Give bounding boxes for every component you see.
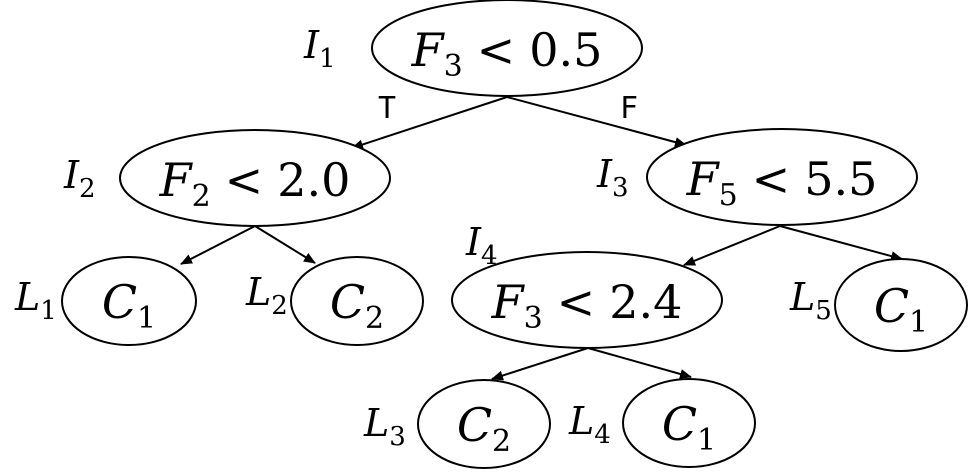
node-i1-label: I1 [303, 23, 336, 74]
edge-i3-i4 [683, 225, 781, 266]
node-i3-feature: F [686, 152, 721, 206]
node-i2-label-sub: 2 [79, 174, 96, 204]
leaf-l1-class-sub: 1 [137, 301, 156, 336]
node-i4-label: I4 [465, 220, 498, 271]
leaf-node-l3: C2 L3 [363, 379, 551, 469]
node-i1-operator: < [477, 23, 516, 77]
node-i2-label: I2 [63, 153, 96, 204]
node-i4-feature-sub: 3 [524, 301, 543, 336]
leaf-node-l2: C2 L2 [245, 256, 424, 346]
edge-i1-i2 [351, 96, 508, 150]
leaf-l2-label: L2 [245, 270, 288, 321]
leaf-l3-label-base: L [363, 401, 389, 445]
leaf-l4-ellipse [622, 378, 756, 468]
node-i1-label-base: I [303, 23, 320, 67]
leaf-node-l1: C1 L1 [14, 256, 197, 346]
node-i1-value: 0.5 [529, 23, 602, 77]
node-i3-ellipse [646, 128, 918, 226]
node-i4-feature: F [491, 275, 526, 329]
leaf-l3-class: C2 [457, 398, 511, 459]
leaf-l5-label-base: L [789, 275, 815, 319]
leaf-l5-ellipse [834, 258, 968, 352]
leaf-node-l4: C1 L4 [568, 378, 756, 468]
node-i1-condition: F3 <0.5 [411, 23, 603, 84]
node-i2-feature-sub: 2 [192, 179, 211, 214]
leaf-l5-label-sub: 5 [815, 296, 832, 326]
leaf-l4-class-sub: 1 [697, 423, 716, 458]
internal-node-i1: F3 <0.5 I1 [303, 0, 643, 97]
node-i3-value: 5.5 [804, 152, 877, 206]
node-i3-label: I3 [596, 152, 629, 203]
leaf-l1-class: C1 [102, 275, 156, 336]
leaf-l4-label-sub: 4 [594, 420, 611, 450]
node-i4-value: 2.4 [609, 275, 682, 329]
leaf-l3-class-sub: 2 [492, 424, 511, 459]
node-i2-ellipse [119, 129, 391, 227]
leaf-l1-label: L1 [14, 275, 57, 326]
edge-i2-l1 [180, 225, 256, 265]
leaf-l2-class-base: C [330, 275, 365, 329]
edge-i2-l2 [254, 225, 316, 264]
edge-i1-i3 [506, 96, 687, 147]
leaf-l3-label-sub: 3 [389, 422, 406, 452]
leaf-l4-label: L4 [568, 399, 611, 450]
branch-false-label: F [620, 91, 638, 126]
leaf-l1-class-base: C [102, 275, 137, 329]
edge-i4-l3 [491, 347, 589, 381]
node-i1-feature: F [411, 23, 446, 77]
leaf-l2-class-sub: 2 [365, 301, 384, 336]
leaf-l2-label-base: L [245, 270, 271, 314]
leaf-l1-label-sub: 1 [40, 296, 57, 326]
leaf-l3-ellipse [417, 379, 551, 469]
node-i4-label-sub: 4 [481, 241, 498, 271]
node-i4-operator: < [557, 275, 596, 329]
leaf-l1-ellipse [61, 256, 197, 346]
branch-true-label: T [378, 91, 396, 126]
node-i3-label-sub: 3 [612, 173, 629, 203]
leaf-l4-label-base: L [568, 399, 594, 443]
leaf-l2-label-sub: 2 [271, 291, 288, 321]
leaf-l3-class-base: C [457, 398, 492, 452]
node-i3-feature-sub: 5 [719, 178, 738, 213]
leaf-l5-class-base: C [874, 279, 909, 333]
node-i4-ellipse [451, 251, 723, 349]
leaf-l5-label: L5 [789, 275, 832, 326]
node-i2-condition: F2 <2.0 [159, 153, 351, 214]
internal-node-i2: F2<2.0 I2 [63, 129, 391, 227]
node-i3-operator: < [752, 152, 791, 206]
node-i1-ellipse [371, 0, 643, 97]
leaf-l2-ellipse [290, 256, 424, 346]
node-i2-operator: < [225, 153, 264, 207]
node-i2-value: 2.0 [277, 153, 350, 207]
leaf-l2-class: C2 [330, 275, 384, 336]
edge-i4-l4 [587, 347, 692, 379]
internal-node-i4: F3 <2.4 I4 [451, 220, 723, 349]
node-i2-label-base: I [63, 153, 80, 197]
leaf-node-l5: C1 L5 [789, 258, 968, 352]
node-i3-label-base: I [596, 152, 613, 196]
leaf-l1-label-base: L [14, 275, 40, 319]
node-i1-label-sub: 1 [319, 44, 336, 74]
leaf-l4-class: C1 [662, 397, 716, 458]
node-i3-condition: F5 <5.5 [686, 152, 878, 213]
leaf-l4-class-base: C [662, 397, 697, 451]
node-i4-condition: F3 <2.4 [491, 275, 683, 336]
leaf-l5-class-sub: 1 [909, 305, 928, 340]
internal-node-i3: F5 <5.5 I3 [596, 128, 918, 226]
node-i4-label-base: I [465, 220, 482, 264]
leaf-l5-class: C1 [874, 279, 928, 340]
node-i1-feature-sub: 3 [444, 49, 463, 84]
leaf-l3-label: L3 [363, 401, 406, 452]
edge-i3-l5 [779, 225, 903, 261]
node-i2-feature: F [159, 153, 194, 207]
